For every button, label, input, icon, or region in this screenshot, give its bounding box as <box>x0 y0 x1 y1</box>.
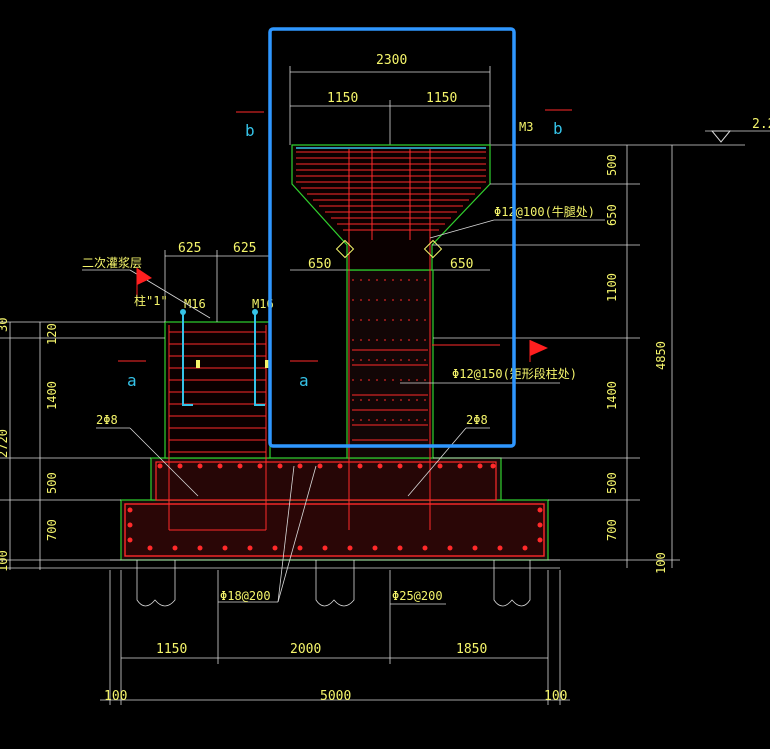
dim-right-500-bottom: 500 <box>605 472 619 494</box>
anchor-left-label: M16 <box>184 297 206 311</box>
column-stirrup-lines <box>352 344 500 441</box>
pile-2 <box>315 560 355 607</box>
piles <box>110 559 560 607</box>
dim-bottom-edge-left: 100 <box>104 689 127 704</box>
corbel-rebars <box>296 149 486 446</box>
selection-highlight-box[interactable] <box>268 27 516 448</box>
section-a-left: a <box>127 371 137 390</box>
dim-top-right-half: 1150 <box>426 91 457 106</box>
rebar-section-dots <box>127 463 543 551</box>
anchor-bolt-right <box>254 312 265 406</box>
dim-pier-left: 625 <box>178 241 201 256</box>
anchor-bolt-left <box>182 312 193 406</box>
section-b-right: b <box>553 119 563 138</box>
dim-right-100: 100 <box>654 552 668 574</box>
elevation-value: 2.2 <box>752 117 770 132</box>
note-2phi8-right: 2Φ8 <box>466 413 488 427</box>
section-a-right: a <box>299 371 309 390</box>
dim-right-700: 700 <box>605 519 619 541</box>
section-markers: b b M3 a a <box>118 109 572 390</box>
dim-right-1400: 1400 <box>605 381 619 410</box>
dim-bottom-1150: 1150 <box>156 642 187 657</box>
dim-right-650: 650 <box>605 204 619 226</box>
dim-left-total: 2720 <box>0 429 10 458</box>
dim-right-500-top: 500 <box>605 154 619 176</box>
dim-left-700: 700 <box>45 519 59 541</box>
dim-left-edge-top: 30 <box>0 318 10 332</box>
dim-bottom-edge-right: 100 <box>544 689 567 704</box>
dim-right-1100: 1100 <box>605 273 619 302</box>
dim-bottom-1850: 1850 <box>456 642 487 657</box>
bottom-dimension-group: 1150 2000 1850 100 5000 100 <box>100 570 570 705</box>
note-2phi8-left: 2Φ8 <box>96 413 118 427</box>
note-column-ref: 柱"1" <box>134 293 168 308</box>
dim-top-left-half: 1150 <box>327 91 358 106</box>
elevation-mark: 2.2 <box>490 117 770 146</box>
note-phi25: Φ25@200 <box>392 589 443 603</box>
dim-bottom-2000: 2000 <box>290 642 321 657</box>
note-stirrup-corbel: Φ12@100(牛腿处) <box>494 204 595 219</box>
dim-left-500: 500 <box>45 472 59 494</box>
note-phi18: Φ18@200 <box>220 589 271 603</box>
upper-step-rebar-cage <box>155 461 497 501</box>
dim-pier-right: 625 <box>233 241 256 256</box>
dim-overall-top: 2300 <box>376 53 407 68</box>
dim-bottom-overall: 5000 <box>320 689 351 704</box>
left-vertical-dims: 30 120 1400 500 700 100 2720 <box>0 318 560 572</box>
dim-left-1400: 1400 <box>45 381 59 410</box>
section-b-left: b <box>245 121 255 140</box>
dim-left-120: 120 <box>45 323 59 345</box>
pile-1 <box>136 560 176 607</box>
pile-3 <box>493 560 531 607</box>
note-grout-layer: 二次灌浆层 <box>82 255 142 270</box>
dim-neck-left: 650 <box>308 257 331 272</box>
dim-right-total: 4850 <box>654 341 668 370</box>
column-shaft <box>346 269 434 459</box>
dim-left-100: 100 <box>0 550 10 572</box>
label-m3: M3 <box>519 120 533 134</box>
dim-neck-right: 650 <box>450 257 473 272</box>
right-vertical-dims: 500 650 1100 1400 500 700 100 4850 <box>432 145 680 574</box>
foundation-structure <box>120 144 549 561</box>
